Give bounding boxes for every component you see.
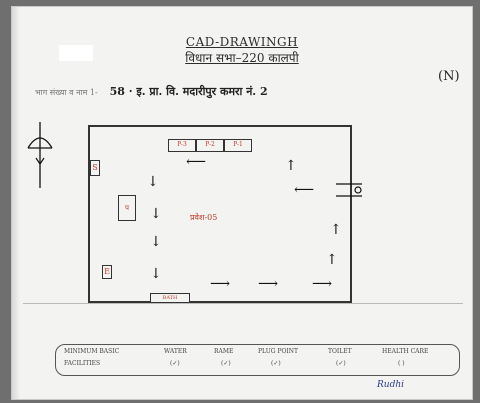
facilities-value-water: (✓) [170,360,180,367]
plan-cell-p3: P-3 [168,139,196,152]
arrow-down-4: ↓ [150,266,162,282]
compass-sketch [27,122,53,188]
arrow-left-top: ⟵ [186,154,207,170]
arrow-left-right: ⟵ [294,182,315,198]
facilities-value-plug: (✓) [271,360,281,367]
arrow-up-lower: ↑ [326,252,338,268]
arrow-right-2: ⟶ [258,276,279,292]
arrow-right-3: ⟶ [312,276,333,292]
arrow-down-3: ↓ [150,234,162,250]
bath-box: BATH [150,293,190,303]
divider-line [23,303,463,304]
arrow-down-1: ↓ [147,174,159,190]
location-value: 58 · इ. प्रा. वि. मदारीपुर कमरा नं. 2 [109,85,268,98]
door-mark-e: E [102,265,112,279]
arrow-right-1: ⟶ [210,276,231,292]
arrow-down-2: ↓ [150,206,162,222]
facilities-header-5: HEALTH CARE [382,348,429,355]
facilities-header-1: WATER [164,348,187,355]
facilities-value-rame: (✓) [221,360,231,367]
facilities-value-toilet: (✓) [336,360,346,367]
plan-cell-p1: P-1 [224,139,252,152]
sheet-edge-shadow [12,7,20,399]
location-label: भाग संख्या व नाम 1- [35,88,98,97]
room-label: प्रवेश-05 [190,213,218,222]
facilities-table: MINIMUM BASIC WATER RAME PLUG POINT TOIL… [55,344,460,376]
plan-cell-p2: P-2 [196,139,224,152]
facilities-header-0: MINIMUM BASIC [64,348,120,355]
facilities-header-4: TOILET [328,348,352,355]
signature: Rudhi [377,380,405,390]
facilities-row-label: FACILITIES [64,360,101,367]
arrow-up-top: ↑ [285,158,297,174]
document-subtitle: विधान सभा–220 कालपी [185,51,299,65]
redacted-box [59,45,93,61]
facilities-header-2: RAME [214,348,234,355]
door-mark-s: S [90,160,100,176]
north-marker: (N) [438,69,460,84]
location-line: भाग संख्या व नाम 1- 58 · इ. प्रा. वि. मद… [35,84,268,99]
facilities-header-3: PLUG POINT [258,348,299,355]
arrow-up-right: ↑ [330,222,342,238]
floor-plan: P-3 P-2 P-1 प्रवेश-05 प BATH ⟵ ↑ ⟵ ↑ ↓ ↓… [88,125,352,303]
facilities-value-health: ( ) [398,360,405,367]
document-title: CAD-DRAWINGH [185,35,299,49]
left-box: प [118,195,136,221]
door-swing-icon [336,183,362,197]
